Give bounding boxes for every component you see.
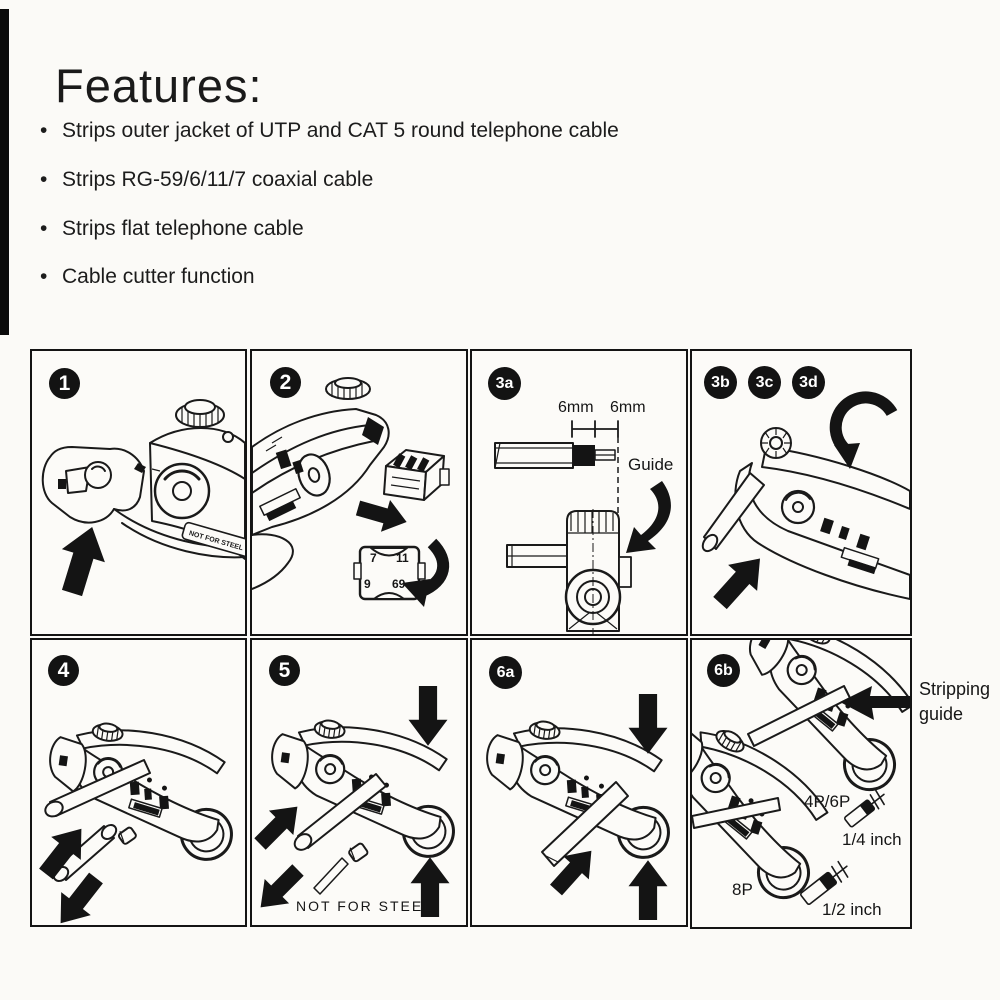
step-panel-1: NOT FOR STEEL 1 — [30, 349, 247, 636]
measure-label: 6mm — [610, 399, 646, 416]
step-6b-illustration — [692, 640, 910, 909]
connector-icon-large — [800, 860, 849, 906]
stripping-guide-label: Stripping guide — [919, 677, 990, 727]
cartridge-3d — [383, 449, 450, 501]
step-3a-illustration — [494, 420, 671, 634]
guide-arrow-icon — [626, 481, 671, 553]
feature-text: Strips flat telephone cable — [62, 217, 304, 240]
step-1-illustration: NOT FOR STEEL — [41, 399, 245, 600]
step-3bcd-illustration — [701, 391, 910, 617]
cartridge-front — [353, 545, 426, 601]
step-panel-4: 4 — [30, 638, 247, 927]
press-down-arrow-icon — [408, 686, 448, 746]
cut-slug — [348, 842, 369, 863]
step-panel-6a: 6a — [470, 638, 688, 927]
features-title: Features: — [55, 59, 263, 112]
bullet-icon: • — [40, 119, 48, 142]
press-up-arrow-icon — [628, 860, 668, 920]
step-panel-3bcd: 3b 3c 3d — [690, 349, 912, 636]
measure-label: 6mm — [558, 399, 594, 416]
bullet-icon: • — [40, 217, 48, 240]
bullet-icon: • — [40, 265, 48, 288]
rotate-arrow-icon — [829, 391, 898, 469]
step-panel-3a: 6mm 6mm Guide 3a — [470, 349, 688, 636]
cut-slug — [118, 826, 137, 845]
stripping-guide-arrow-icon — [840, 686, 910, 720]
step-badge: 5 — [269, 655, 300, 686]
step-badge: 3c — [748, 366, 781, 399]
step-panel-2: 7 11 9 69 2 — [250, 349, 468, 636]
step-badge: 6b — [707, 654, 740, 687]
steel-warning-label: NOT FOR STEEL — [296, 898, 433, 914]
step-5-illustration — [252, 686, 466, 920]
rotate-arrow-icon — [402, 538, 450, 607]
feature-text: Strips RG-59/6/11/7 coaxial cable — [62, 168, 374, 191]
stripping-guide-line2: guide — [919, 704, 964, 724]
insert-arrow-icon — [50, 520, 114, 600]
connector-type-label: 4P/6P — [804, 792, 851, 811]
step-badge: 3b — [704, 366, 737, 399]
step-2-illustration — [252, 377, 450, 607]
step-badge: 3d — [792, 366, 825, 399]
insert-arrow-icon — [705, 545, 775, 617]
connector-icon-small — [844, 789, 885, 828]
scan-edge-artifact — [0, 9, 9, 335]
strip-length-label: 1/2 inch — [822, 900, 882, 919]
step-badge: 3a — [488, 367, 521, 400]
cartridge-size-label: 69 — [392, 577, 406, 591]
tool-end-view — [506, 509, 632, 634]
step-badge: 2 — [270, 367, 301, 398]
feature-item: • Strips outer jacket of UTP and CAT 5 ro… — [40, 119, 619, 143]
cartridge-size-label: 7 — [370, 551, 377, 565]
step-badge: 4 — [48, 655, 79, 686]
feature-item: • Strips RG-59/6/11/7 coaxial cable — [40, 168, 373, 192]
feature-text: Cable cutter function — [62, 265, 255, 288]
step-badge: 1 — [49, 368, 80, 399]
bullet-icon: • — [40, 168, 48, 191]
strip-length-label: 1/4 inch — [842, 830, 902, 849]
remove-arrow-icon — [353, 492, 412, 538]
guide-label: Guide — [628, 455, 674, 474]
cartridge-size-label: 9 — [364, 577, 371, 591]
connector-type-label: 8P — [732, 880, 753, 899]
step-4-illustration — [32, 714, 245, 925]
feature-text: Strips outer jacket of UTP and CAT 5 rou… — [62, 119, 619, 142]
stripping-guide-line1: Stripping — [919, 679, 991, 699]
cartridge-size-label: 11 — [396, 551, 409, 565]
step-panel-5: NOT FOR STEEL 5 — [250, 638, 468, 927]
feature-item: • Cable cutter function — [40, 265, 255, 289]
step-badge: 6a — [489, 656, 522, 689]
feature-item: • Strips flat telephone cable — [40, 217, 304, 241]
step-6a-illustration — [474, 694, 684, 920]
step-panel-6b: 4P/6P 1/4 inch 8P 1/2 inch 6b — [690, 638, 912, 929]
